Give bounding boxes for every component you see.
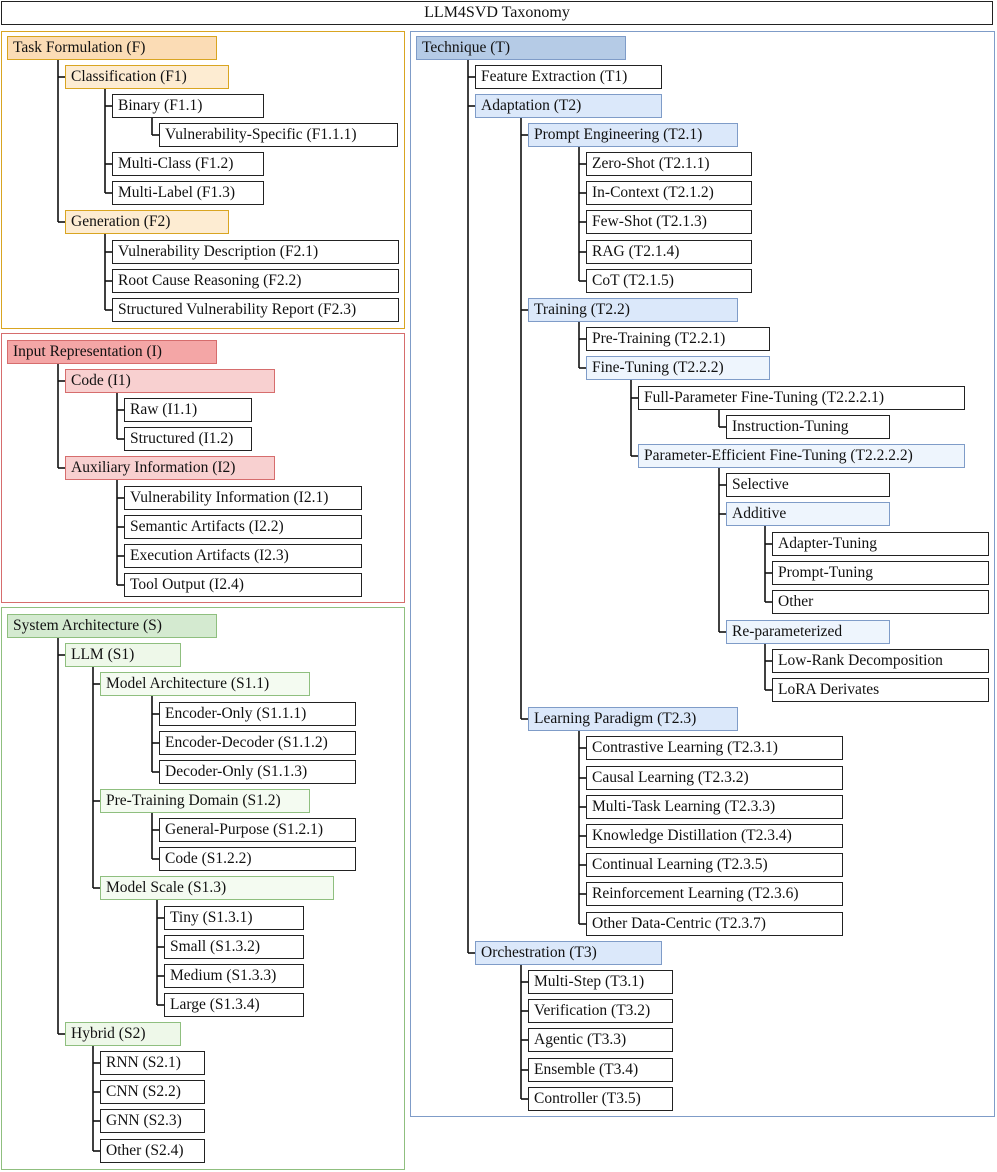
node-hybrid-s2: Hybrid (S2) xyxy=(65,1022,181,1046)
node-agentic-t3-3: Agentic (T3.3) xyxy=(528,1028,673,1052)
node-code-s1-2-2: Code (S1.2.2) xyxy=(159,847,356,871)
node-encoder-only-s1-1-1: Encoder-Only (S1.1.1) xyxy=(159,702,356,726)
node-generation-f2: Generation (F2) xyxy=(65,210,229,234)
node-continual-learning-t2-3-5: Continual Learning (T2.3.5) xyxy=(586,853,843,877)
node-technique-t: Technique (T) xyxy=(416,36,626,60)
node-cnn-s2-2: CNN (S2.2) xyxy=(100,1080,205,1104)
node-feature-extraction-t1: Feature Extraction (T1) xyxy=(475,65,662,89)
node-adaptation-t2: Adaptation (T2) xyxy=(475,94,662,118)
node-verification-t3-2: Verification (T3.2) xyxy=(528,999,673,1023)
node-reinforcement-learning-t2-3-6: Reinforcement Learning (T2.3.6) xyxy=(586,882,843,906)
node-few-shot-t2-1-3: Few-Shot (T2.1.3) xyxy=(586,210,752,234)
node-learning-paradigm-t2-3: Learning Paradigm (T2.3) xyxy=(528,707,738,731)
node-system-architecture-s: System Architecture (S) xyxy=(7,614,217,638)
panel-task-formulation xyxy=(1,31,405,329)
node-structured-i1-2: Structured (I1.2) xyxy=(124,427,252,451)
node-small-s1-3-2: Small (S1.3.2) xyxy=(164,935,304,959)
node-full-parameter-fine-tuning-t2-2-2-1: Full-Parameter Fine-Tuning (T2.2.2.1) xyxy=(638,386,965,410)
node-pre-training-domain-s1-2: Pre-Training Domain (S1.2) xyxy=(100,789,310,813)
node-tool-output-i2-4: Tool Output (I2.4) xyxy=(124,573,362,597)
node-model-architecture-s1-1: Model Architecture (S1.1) xyxy=(100,672,310,696)
node-code-i1: Code (I1) xyxy=(65,369,275,393)
node-medium-s1-3-3: Medium (S1.3.3) xyxy=(164,964,304,988)
node-raw-i1-1: Raw (I1.1) xyxy=(124,398,252,422)
node-multi-task-learning-t2-3-3: Multi-Task Learning (T2.3.3) xyxy=(586,795,843,819)
diagram-title: LLM4SVD Taxonomy xyxy=(1,1,993,25)
node-structured-vulnerability-report-f2-3: Structured Vulnerability Report (F2.3) xyxy=(112,298,399,322)
node-auxiliary-information-i2: Auxiliary Information (I2) xyxy=(65,456,275,480)
node-root-cause-reasoning-f2-2: Root Cause Reasoning (F2.2) xyxy=(112,269,399,293)
node-fine-tuning-t2-2-2: Fine-Tuning (T2.2.2) xyxy=(586,356,770,380)
node-model-scale-s1-3: Model Scale (S1.3) xyxy=(100,876,334,900)
node-adapter-tuning: Adapter-Tuning xyxy=(772,532,989,556)
node-input-representation-i: Input Representation (I) xyxy=(7,340,217,364)
node-encoder-decoder-s1-1-2: Encoder-Decoder (S1.1.2) xyxy=(159,731,356,755)
node-selective: Selective xyxy=(726,473,890,497)
node-other-s2-4: Other (S2.4) xyxy=(100,1139,205,1163)
node-additive: Additive xyxy=(726,502,890,526)
node-vulnerability-specific-f1-1-1: Vulnerability-Specific (F1.1.1) xyxy=(159,123,398,147)
node-in-context-t2-1-2: In-Context (T2.1.2) xyxy=(586,181,752,205)
node-causal-learning-t2-3-2: Causal Learning (T2.3.2) xyxy=(586,766,843,790)
panel-input-representation xyxy=(1,333,405,603)
node-parameter-efficient-fine-tuning-t2-2-2-2: Parameter-Efficient Fine-Tuning (T2.2.2.… xyxy=(638,444,965,468)
node-prompt-tuning: Prompt-Tuning xyxy=(772,561,989,585)
node-other: Other xyxy=(772,590,989,614)
node-llm-s1: LLM (S1) xyxy=(65,643,181,667)
panel-system-architecture xyxy=(1,607,405,1170)
node-controller-t3-5: Controller (T3.5) xyxy=(528,1087,673,1111)
panel-technique xyxy=(410,31,995,1117)
node-task-formulation-f: Task Formulation (F) xyxy=(7,36,217,60)
node-semantic-artifacts-i2-2: Semantic Artifacts (I2.2) xyxy=(124,515,362,539)
node-training-t2-2: Training (T2.2) xyxy=(528,298,738,322)
node-multi-step-t3-1: Multi-Step (T3.1) xyxy=(528,970,673,994)
node-orchestration-t3: Orchestration (T3) xyxy=(475,941,662,965)
node-gnn-s2-3: GNN (S2.3) xyxy=(100,1109,205,1133)
node-decoder-only-s1-1-3: Decoder-Only (S1.1.3) xyxy=(159,760,356,784)
node-general-purpose-s1-2-1: General-Purpose (S1.2.1) xyxy=(159,818,356,842)
node-prompt-engineering-t2-1: Prompt Engineering (T2.1) xyxy=(528,123,738,147)
node-multi-label-f1-3: Multi-Label (F1.3) xyxy=(112,181,264,205)
node-low-rank-decomposition: Low-Rank Decomposition xyxy=(772,649,989,673)
node-instruction-tuning: Instruction-Tuning xyxy=(726,415,890,439)
node-knowledge-distillation-t2-3-4: Knowledge Distillation (T2.3.4) xyxy=(586,824,843,848)
node-cot-t2-1-5: CoT (T2.1.5) xyxy=(586,269,752,293)
node-other-data-centric-t2-3-7: Other Data-Centric (T2.3.7) xyxy=(586,912,843,936)
node-multi-class-f1-2: Multi-Class (F1.2) xyxy=(112,152,264,176)
node-contrastive-learning-t2-3-1: Contrastive Learning (T2.3.1) xyxy=(586,736,843,760)
node-vulnerability-description-f2-1: Vulnerability Description (F2.1) xyxy=(112,240,399,264)
node-zero-shot-t2-1-1: Zero-Shot (T2.1.1) xyxy=(586,152,752,176)
node-rnn-s2-1: RNN (S2.1) xyxy=(100,1051,205,1075)
node-classification-f1: Classification (F1) xyxy=(65,65,229,89)
node-binary-f1-1: Binary (F1.1) xyxy=(112,94,264,118)
node-tiny-s1-3-1: Tiny (S1.3.1) xyxy=(164,906,304,930)
node-vulnerability-information-i2-1: Vulnerability Information (I2.1) xyxy=(124,486,362,510)
node-pre-training-t2-2-1: Pre-Training (T2.2.1) xyxy=(586,327,770,351)
node-execution-artifacts-i2-3: Execution Artifacts (I2.3) xyxy=(124,544,362,568)
node-re-parameterized: Re-parameterized xyxy=(726,620,890,644)
node-large-s1-3-4: Large (S1.3.4) xyxy=(164,993,304,1017)
node-lora-derivates: LoRA Derivates xyxy=(772,678,989,702)
node-rag-t2-1-4: RAG (T2.1.4) xyxy=(586,240,752,264)
node-ensemble-t3-4: Ensemble (T3.4) xyxy=(528,1058,673,1082)
